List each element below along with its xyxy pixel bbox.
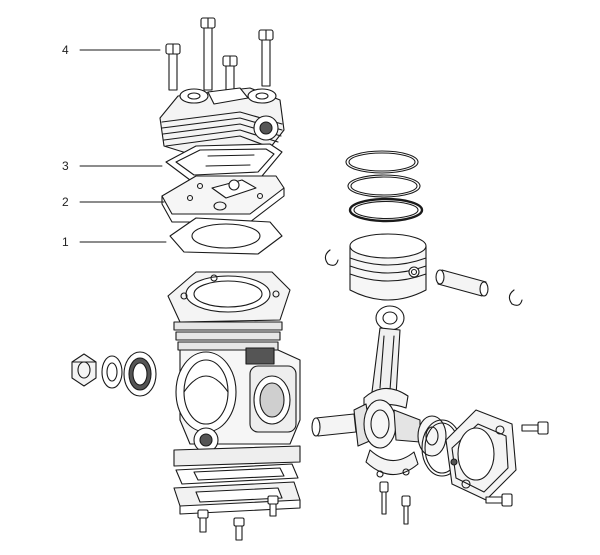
rod-bolt — [401, 495, 411, 525]
connecting-rod — [363, 305, 419, 478]
piston-ring — [345, 150, 419, 174]
screw — [521, 421, 549, 435]
callout-4: 4 — [62, 43, 161, 57]
piston — [349, 233, 427, 301]
shaft-seal — [123, 351, 157, 397]
cylinder-head — [159, 87, 285, 157]
base-screws — [197, 495, 279, 541]
screw — [233, 517, 245, 541]
callout-3: 3 — [62, 159, 163, 173]
valve-plate — [161, 175, 285, 223]
head-bolts — [165, 17, 274, 107]
washer — [101, 355, 123, 389]
cylinder-gasket — [169, 217, 283, 255]
cylinder-block — [167, 271, 301, 467]
base-gasket — [175, 463, 299, 485]
screw — [197, 509, 209, 533]
callout-4-label: 4 — [62, 43, 69, 57]
crankshaft — [311, 399, 447, 457]
head-bolt — [200, 17, 216, 91]
shaft-nut — [71, 353, 97, 387]
circlip-right — [508, 289, 523, 306]
rod-bolt — [379, 481, 389, 515]
head-bolt — [258, 29, 274, 87]
screw — [485, 493, 513, 507]
callout-2-label: 2 — [62, 195, 69, 209]
callout-3-label: 3 — [62, 159, 69, 173]
screw — [267, 495, 279, 517]
head-bolt — [165, 43, 181, 91]
circlip-left — [324, 249, 339, 266]
cover-screws — [485, 421, 549, 507]
end-cover — [445, 409, 517, 501]
head-bolt — [222, 55, 238, 107]
base-plate — [173, 481, 301, 515]
piston-rings — [345, 150, 424, 223]
piston-ring — [347, 174, 421, 198]
callout-1-label: 1 — [62, 235, 69, 249]
piston-pin — [435, 269, 489, 297]
piston-ring — [348, 197, 424, 223]
callout-2: 2 — [62, 195, 165, 209]
rod-bolts — [379, 481, 411, 525]
callout-1: 1 — [62, 235, 167, 249]
